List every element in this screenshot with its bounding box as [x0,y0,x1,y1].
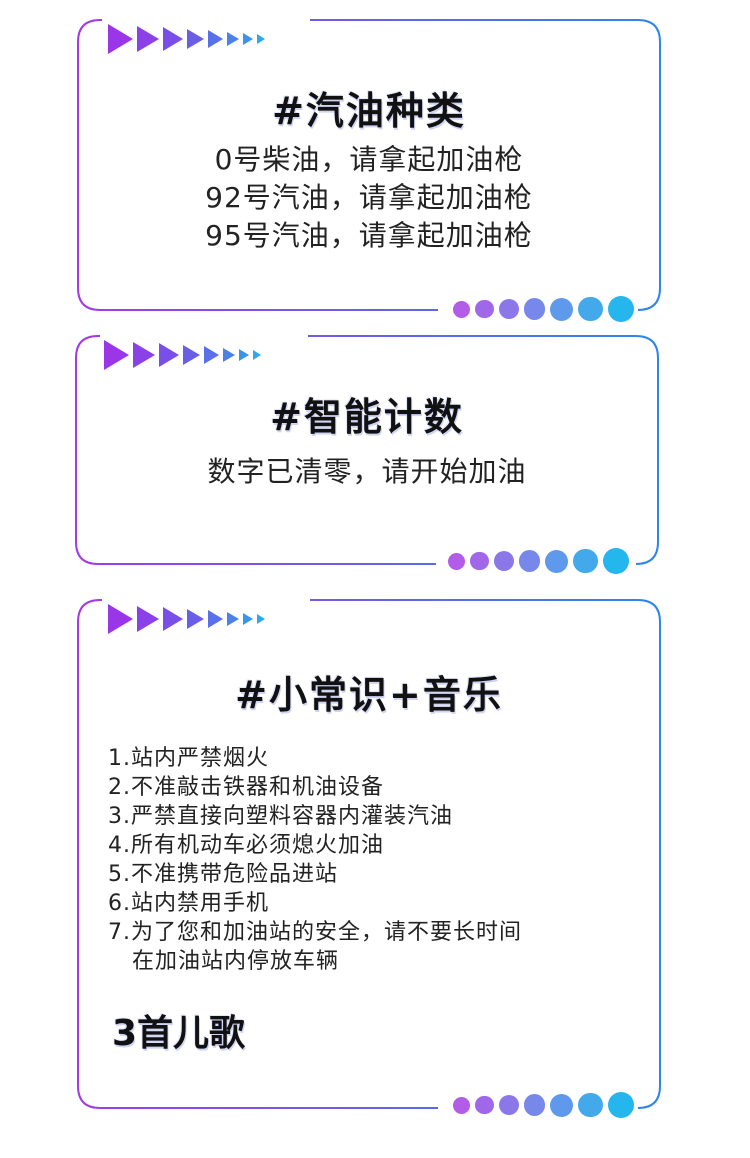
arrow-shape-icon [159,343,179,367]
arrow-shape-icon [104,340,129,370]
dot-shape-icon [550,1093,573,1117]
dot-shape-icon [475,299,494,319]
dot-shape-icon [607,296,634,322]
arrow-shape-icon [137,26,159,52]
arrow-shape-icon [137,606,159,632]
fuel-type-title: #汽油种类 [272,89,466,133]
songs-label: 3首儿歌 [112,1013,246,1054]
arrow-shape-icon [108,604,133,634]
arrow-shape-icon [187,29,204,49]
tip-item: 7.为了您和加油站的安全，请不要长时间 [108,920,522,945]
arrow-shape-icon [257,614,265,624]
dot-shape-icon [475,1095,494,1115]
tip-item: 2.不准敲击铁器和机油设备 [108,775,384,800]
fuel-type-card: #汽油种类 0号柴油，请拿起加油枪 92号汽油，请拿起加油枪 95号汽油，请拿起… [77,19,661,322]
arrow-shape-icon [257,34,265,44]
card-frame [77,599,661,1109]
decorative-dots-icon [453,1092,634,1118]
card-frame [77,19,661,311]
arrow-shape-icon [208,30,223,48]
arrow-shape-icon [239,349,249,361]
arrow-shape-icon [163,607,183,631]
tip-item: 3.严禁直接向塑料容器内灌装汽油 [108,804,453,829]
tip-item: 4.所有机动车必须熄火加油 [108,833,384,858]
decorative-dots-icon [453,296,634,322]
decorative-arrows-icon [108,604,265,634]
dot-shape-icon [523,298,545,320]
tips-music-card: #小常识+音乐 1.站内严禁烟火 2.不准敲击铁器和机油设备 3.严禁直接向塑料… [77,599,661,1118]
arrow-shape-icon [243,33,253,45]
arrow-shape-icon [208,610,223,628]
tips-music-title: #小常识+音乐 [235,673,503,717]
arrow-shape-icon [163,27,183,51]
dot-shape-icon [470,551,489,571]
smart-counter-card: #智能计数 数字已清零，请开始加油 [75,335,659,574]
dot-shape-icon [448,552,465,570]
dot-shape-icon [453,1096,470,1114]
arrow-shape-icon [223,348,235,362]
dot-shape-icon [493,551,514,571]
dot-shape-icon [602,548,629,574]
decorative-arrows-icon [104,340,261,370]
fuel-line-95: 95号汽油，请拿起加油枪 [205,219,533,252]
decorative-dots-icon [448,548,629,574]
tip-item: 6.站内禁用手机 [108,891,269,916]
arrow-shape-icon [253,350,261,360]
counter-line: 数字已清零，请开始加油 [207,455,527,488]
arrow-shape-icon [227,32,239,46]
tip-item: 5.不准携带危险品进站 [108,862,338,887]
dot-shape-icon [498,1095,519,1115]
dot-shape-icon [523,1094,545,1116]
dot-shape-icon [573,548,598,574]
fuel-line-0: 0号柴油，请拿起加油枪 [214,143,524,176]
arrow-shape-icon [227,612,239,626]
dot-shape-icon [498,299,519,319]
dot-shape-icon [578,296,603,322]
dot-shape-icon [607,1092,634,1118]
arrow-shape-icon [187,609,204,629]
arrow-shape-icon [133,342,155,368]
card-frame [75,335,659,565]
fuel-line-92: 92号汽油，请拿起加油枪 [205,181,533,214]
dot-shape-icon [518,550,540,572]
arrow-shape-icon [183,345,200,365]
arrow-shape-icon [204,346,219,364]
arrow-shape-icon [243,613,253,625]
dot-shape-icon [453,300,470,318]
decorative-arrows-icon [108,24,265,54]
smart-counter-title: #智能计数 [270,395,464,439]
dot-shape-icon [578,1092,603,1118]
dot-shape-icon [545,549,568,573]
tip-item: 1.站内严禁烟火 [108,746,269,771]
tip-item-continued: 在加油站内停放车辆 [108,949,339,974]
arrow-shape-icon [108,24,133,54]
dot-shape-icon [550,297,573,321]
